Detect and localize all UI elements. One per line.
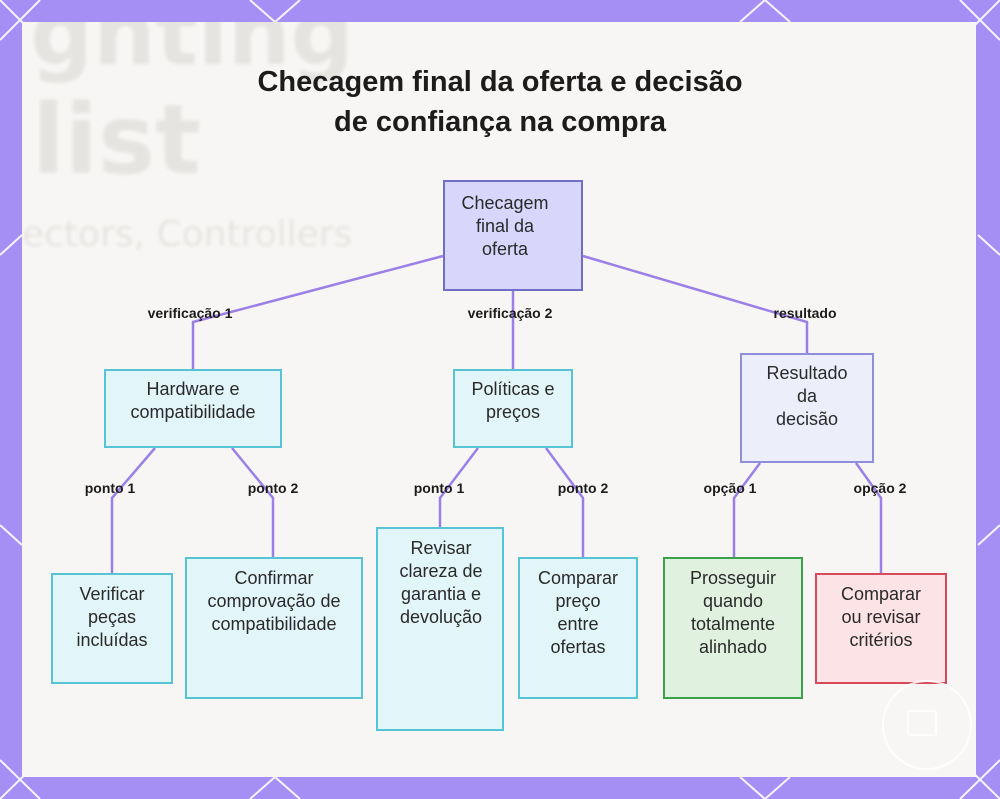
watermark-circle — [882, 680, 972, 770]
node-checagem-final: Checagem final da oferta — [443, 180, 583, 291]
title-line-1: Checagem final da oferta e decisão — [257, 66, 743, 98]
connector-res-comparar — [854, 462, 883, 573]
edge-label-pol-ponto-2: ponto 2 — [557, 480, 609, 496]
connector-root-resultado — [582, 254, 809, 354]
connector-pol-revisar — [438, 447, 479, 528]
node-verificar-pecas-label: Verificar peças incluídas — [76, 584, 148, 650]
node-prosseguir: Prosseguir quando totalmente alinhado — [663, 557, 803, 699]
node-confirmar-compatibilidade: Confirmar comprovação de compatibilidade — [185, 557, 363, 699]
connector-hw-confirmar — [231, 447, 275, 558]
edge-label-hw-ponto-2: ponto 2 — [247, 480, 299, 496]
watermark-icon — [907, 710, 937, 736]
edge-label-verificacao-2: verificação 2 — [467, 305, 553, 321]
connector-hw-verificar — [110, 447, 156, 573]
edge-label-hw-ponto-1: ponto 1 — [84, 480, 136, 496]
node-comparar-preco-label: Comparar preço entre ofertas — [537, 568, 619, 657]
title-line-2: de confiança na compra — [334, 106, 666, 138]
node-resultado-label: Resultado da decisão — [766, 363, 848, 429]
node-resultado: Resultado da decisão — [740, 353, 874, 463]
node-prosseguir-label: Prosseguir quando totalmente alinhado — [689, 568, 777, 657]
connector-pol-comparar — [544, 447, 585, 558]
node-hardware: Hardware e compatibilidade — [104, 369, 282, 448]
connector-res-prosseguir — [732, 462, 762, 558]
page-title: Checagem final da oferta e decisão de co… — [0, 62, 1000, 142]
node-revisar-clareza-label: Revisar clareza de garantia e devolução — [399, 538, 483, 627]
node-revisar-clareza: Revisar clareza de garantia e devolução — [376, 527, 504, 731]
node-checagem-final-label: Checagem final da oferta — [461, 193, 549, 259]
node-hardware-label: Hardware e compatibilidade — [130, 379, 256, 422]
edge-label-res-opcao-1: opção 1 — [703, 480, 757, 496]
node-comparar-preco: Comparar preço entre ofertas — [518, 557, 638, 699]
node-politicas: Políticas e preços — [453, 369, 573, 448]
node-politicas-label: Políticas e preços — [471, 379, 555, 422]
node-comparar-revisar: Comparar ou revisar critérios — [815, 573, 947, 684]
node-comparar-revisar-label: Comparar ou revisar critérios — [840, 584, 922, 650]
edge-label-res-opcao-2: opção 2 — [853, 480, 907, 496]
edge-label-verificacao-1: verificação 1 — [147, 305, 233, 321]
node-confirmar-compatibilidade-label: Confirmar comprovação de compatibilidade — [207, 568, 341, 634]
edge-label-resultado: resultado — [773, 305, 837, 321]
edge-label-pol-ponto-1: ponto 1 — [413, 480, 465, 496]
connector-root-hardware — [191, 254, 444, 370]
node-verificar-pecas: Verificar peças incluídas — [51, 573, 173, 684]
